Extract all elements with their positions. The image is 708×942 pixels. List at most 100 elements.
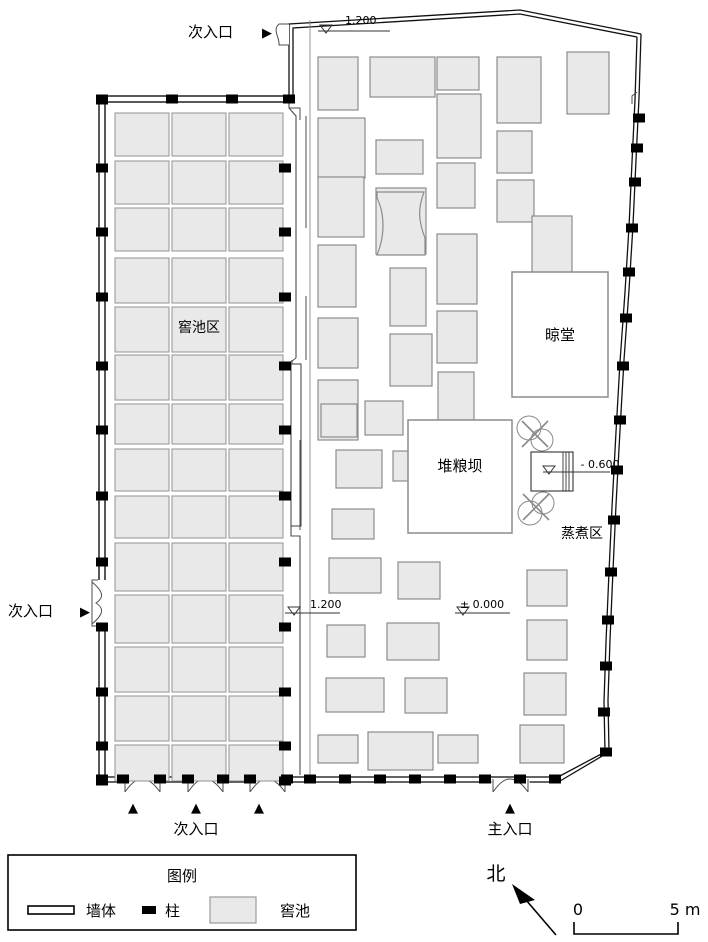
vessel-icon-lower [517,491,555,526]
column [600,747,612,757]
cellar-pit [114,542,170,592]
building-footprint [317,317,359,369]
column [608,515,620,525]
column [217,774,229,784]
entrance-notch-left [91,579,106,627]
column [611,465,623,475]
entrance-notch-top [275,23,289,46]
entrance-top-arrow-icon: ▶ [262,26,272,41]
column [182,774,194,784]
column [631,143,643,153]
cellar-pit [228,403,284,445]
cellar-pit [228,448,284,492]
column [339,774,351,784]
building-footprint [375,139,424,175]
column [96,227,108,237]
wall-bottom-right-corner [557,751,610,782]
building-footprint [326,624,366,658]
column [283,94,295,104]
column [605,567,617,577]
building-footprint [317,176,365,238]
entrance-bottom-main-text: 主入口 [487,820,532,838]
column [626,223,638,233]
column [279,622,291,632]
elevation-marker-top: 1.200 [318,14,390,34]
column [602,615,614,625]
column [279,687,291,697]
building-footprint [496,130,533,174]
cellar-pit [114,306,170,353]
drying-hall-label: 晾堂 [545,326,575,344]
cellar-pit [171,403,227,445]
building-footprint [331,508,375,540]
north-label: 北 [486,863,505,885]
wall-left [98,95,106,785]
column [96,163,108,173]
room-drying-hall: 晾堂 [511,271,609,398]
column [96,687,108,697]
elevation-mid-center-label: ± 0.000 [460,598,504,611]
legend-item-wall: 墙体 [27,902,116,920]
column [279,491,291,501]
legend-wall-label: 墙体 [86,902,116,920]
building-footprints [317,51,610,771]
cellar-pit [171,306,227,353]
cellar-pit [171,542,227,592]
cellar-pit [114,695,170,742]
column [117,774,129,784]
column [444,774,456,784]
legend-column-label: 柱 [165,902,180,920]
cellar-pit [228,695,284,742]
column [620,313,632,323]
entrance-main-arrow-icon: ▲ [505,801,515,816]
building-footprint [437,371,475,427]
building-footprint [386,622,440,661]
legend-box: 图例 墙体 柱 窖池 [7,854,357,931]
column [279,741,291,751]
elevation-marker-mid-center: ± 0.000 [455,598,510,616]
entrance-bottom-secondary-text: 次入口 [173,820,218,838]
building-footprint [320,403,358,438]
room-grain-pile: 堆粮坝 [407,419,513,534]
cellar-pit [228,160,284,205]
building-footprint [531,215,573,277]
column [279,292,291,302]
cellar-pit [114,354,170,401]
entrance-bottom-arrow-2-icon: ▲ [191,801,201,816]
steaming-zone-label: 蒸煮区 [561,526,603,542]
cellar-pit [228,354,284,401]
entrance-top-text: 次入口 [188,23,233,41]
column [617,361,629,371]
cellar-pit [228,542,284,592]
column [549,774,561,784]
cellar-pit [114,646,170,693]
column [409,774,421,784]
columns-group [96,94,645,786]
column [279,425,291,435]
column [96,741,108,751]
column [96,774,108,784]
legend-pit-label: 窖池 [280,902,310,920]
building-footprint [325,677,385,713]
building-footprint [328,557,382,594]
column [166,94,178,104]
wall-top-left [98,95,290,103]
entrance-bottom-arrow-3-icon: ▲ [254,801,264,816]
entrance-label-bottom-secondary: ▲ ▲ ▲ 次入口 [128,801,264,838]
entrance-label-left: 次入口 ▶ [8,602,90,620]
elevation-top-label: 1.200 [345,14,377,27]
column [514,774,526,784]
building-footprint [397,561,441,600]
building-footprint [526,569,568,607]
irregular-building-footprint [376,191,426,256]
cellar-pit [171,495,227,539]
wall-right [603,33,642,753]
column [279,227,291,237]
building-footprint [523,672,567,716]
building-footprint [369,56,436,98]
building-footprint [436,162,476,209]
building-footprint [335,449,383,489]
building-footprint [364,400,404,436]
building-footprint [317,117,366,179]
